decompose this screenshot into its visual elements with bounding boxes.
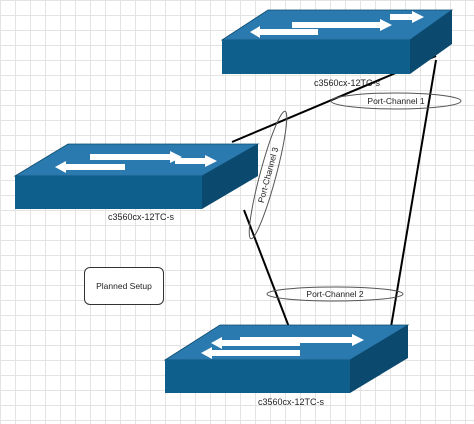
port-channel-1-label: Port-Channel 1	[367, 96, 424, 106]
switch-bottom-front-face	[165, 360, 350, 393]
port-channel-3-ellipse	[248, 110, 288, 240]
switch-arrows-icon	[55, 151, 217, 173]
switch-top-right-label: c3560cx-12TC-s	[314, 78, 381, 88]
port-channel-1: Port-Channel 1	[330, 92, 462, 110]
port-channel-2-ellipse	[266, 286, 404, 302]
switch-bottom-label: c3560cx-12TC-s	[258, 397, 325, 407]
switch-arrows-icon	[250, 11, 424, 38]
switch-left-side-face	[202, 144, 258, 209]
port-channel-2: Port-Channel 2	[266, 286, 404, 302]
port-channel-2-label: Port-Channel 2	[306, 289, 363, 299]
switch-left-front-face	[15, 176, 202, 209]
port-channel-1-ellipse	[330, 92, 462, 110]
link-top-to-bottom	[390, 59, 437, 328]
switch-bottom-side-face	[350, 325, 408, 393]
switch-top-right: c3560cx-12TC-s	[220, 9, 454, 88]
switch-top-right-side-face	[410, 10, 452, 74]
switch-left-label: c3560cx-12TC-s	[108, 212, 175, 222]
switch-arrows-icon	[201, 334, 364, 359]
switch-bottom: c3560cx-12TC-s	[163, 324, 410, 407]
switch-left: c3560cx-12TC-s	[13, 143, 260, 222]
switch-top-right-front-face	[222, 40, 410, 74]
link-left-to-bottom	[243, 209, 290, 328]
planned-setup-note: Planned Setup	[84, 267, 164, 305]
